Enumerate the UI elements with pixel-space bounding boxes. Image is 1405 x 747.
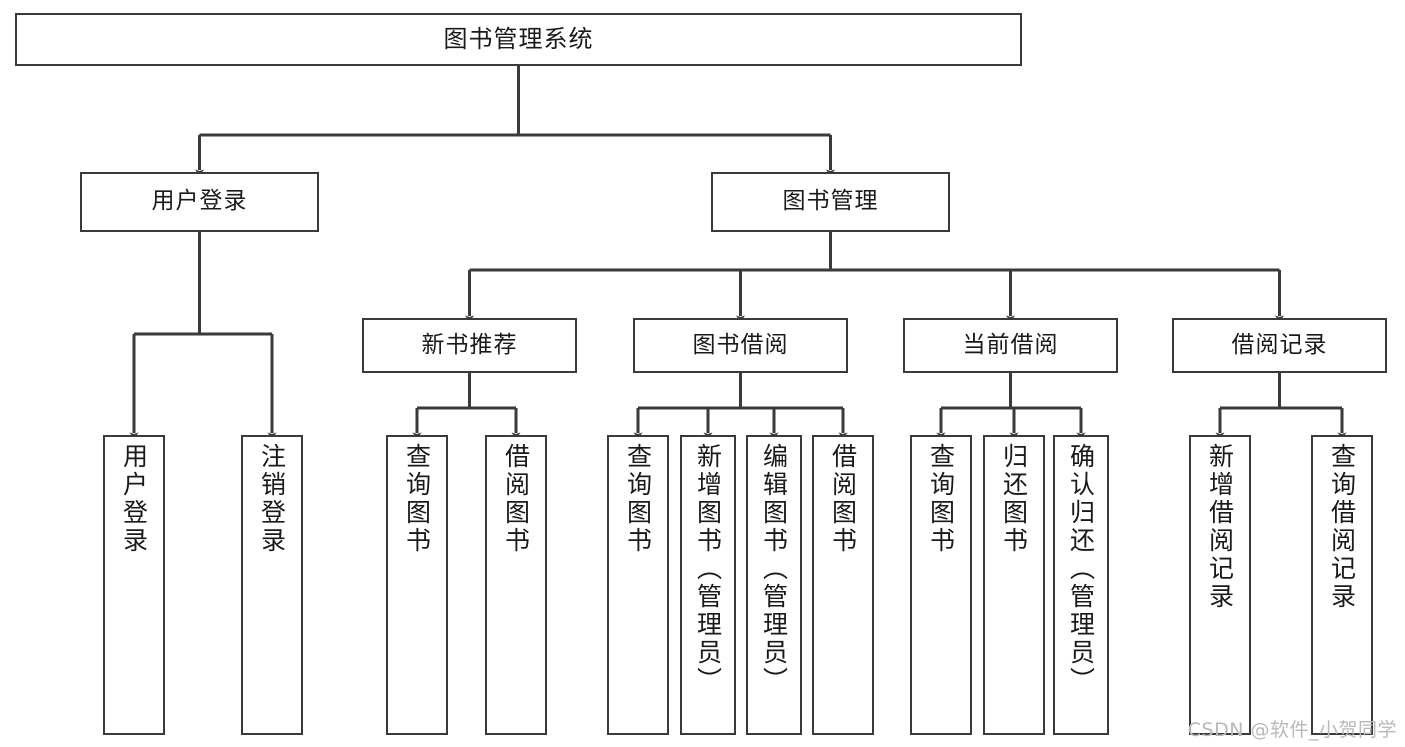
node-leaf-add-book: 新增图书（管理员） xyxy=(680,435,736,735)
node-user-login: 用户登录 xyxy=(80,172,319,232)
node-leaf-borrow-book-recommend: 借阅图书 xyxy=(485,435,547,735)
node-leaf-logout: 注销登录 xyxy=(241,435,303,735)
node-root: 图书管理系统 xyxy=(15,13,1022,66)
node-leaf-query-book-recommend: 查询图书 xyxy=(386,435,448,735)
node-label: 图书管理 xyxy=(782,188,879,215)
node-leaf-confirm-return: 确认归还（管理员） xyxy=(1053,435,1109,735)
node-label: 确认归还（管理员） xyxy=(1066,443,1096,695)
node-label: 当前借阅 xyxy=(962,331,1059,358)
node-leaf-query-book-current: 查询图书 xyxy=(910,435,972,735)
node-label: 查询图书 xyxy=(623,443,653,555)
node-label: 借阅图书 xyxy=(501,443,531,555)
node-leaf-add-borrow-record: 新增借阅记录 xyxy=(1189,435,1251,735)
node-label: 编辑图书（管理员） xyxy=(759,443,789,695)
node-label: 新书推荐 xyxy=(421,331,518,358)
node-label: 图书管理系统 xyxy=(443,25,594,54)
node-new-book-recommend: 新书推荐 xyxy=(362,318,577,373)
node-label: 新增借阅记录 xyxy=(1205,443,1235,611)
node-label: 查询图书 xyxy=(402,443,432,555)
node-label: 图书借阅 xyxy=(692,331,789,358)
node-leaf-user-login: 用户登录 xyxy=(103,435,165,735)
node-label: 归还图书 xyxy=(999,443,1029,555)
node-label: 用户登录 xyxy=(151,188,248,215)
watermark-text: CSDN @软件_小贺同学 xyxy=(1187,719,1397,741)
node-borrow-record: 借阅记录 xyxy=(1172,318,1387,373)
node-label: 借阅记录 xyxy=(1231,331,1328,358)
node-label: 用户登录 xyxy=(119,443,149,555)
node-label: 新增图书（管理员） xyxy=(693,443,723,695)
node-current-borrow: 当前借阅 xyxy=(903,318,1118,373)
node-label: 借阅图书 xyxy=(828,443,858,555)
node-leaf-return-book: 归还图书 xyxy=(983,435,1045,735)
node-book-borrow: 图书借阅 xyxy=(633,318,848,373)
node-label: 查询借阅记录 xyxy=(1327,443,1357,611)
node-leaf-query-book-borrow: 查询图书 xyxy=(607,435,669,735)
node-label: 查询图书 xyxy=(926,443,956,555)
node-book-management: 图书管理 xyxy=(711,172,950,232)
node-leaf-query-borrow-record: 查询借阅记录 xyxy=(1311,435,1373,735)
node-label: 注销登录 xyxy=(257,443,287,555)
node-leaf-borrow-book: 借阅图书 xyxy=(812,435,874,735)
node-leaf-edit-book: 编辑图书（管理员） xyxy=(746,435,802,735)
